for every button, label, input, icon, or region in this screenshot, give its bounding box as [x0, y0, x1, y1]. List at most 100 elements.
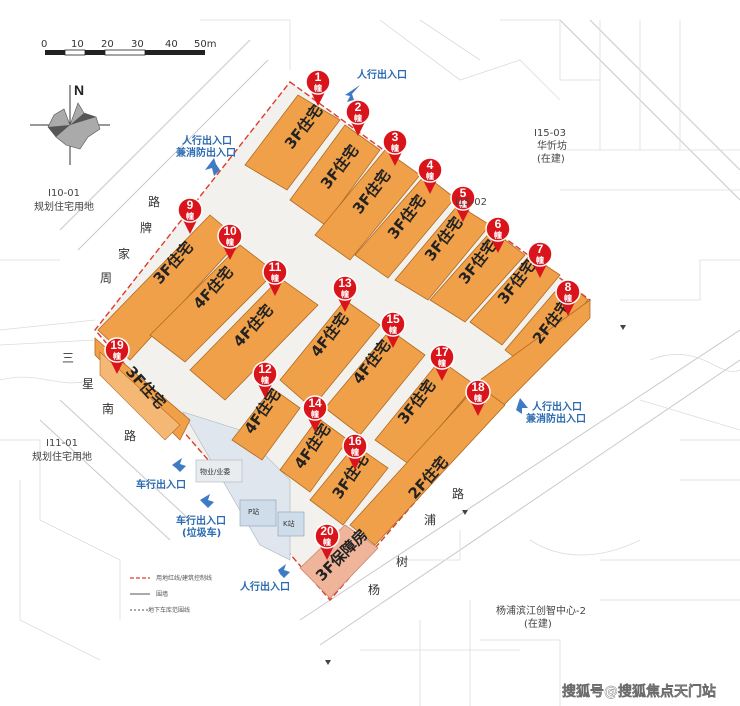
pin-14-unit: 幢 — [311, 409, 319, 419]
building-pins: 1 幢 2 幢 3 幢 4 幢 5 幢 — [104, 69, 581, 560]
pin-13[interactable]: 13 幢 — [332, 275, 358, 312]
pin-3-unit: 幢 — [391, 143, 399, 153]
road-a-char-2: 牌 — [140, 221, 152, 235]
block-12 — [231, 387, 301, 461]
pin-6-num: 6 — [495, 217, 502, 231]
pin-4-num: 4 — [427, 158, 434, 172]
pin-7-num: 7 — [537, 242, 544, 256]
property-label: 物业/业委 — [200, 467, 230, 476]
plot-i15-03-status: (在建) — [537, 152, 565, 165]
pin-11[interactable]: 11 幢 — [262, 259, 288, 296]
scale-bar: 0 10 20 30 40 50m — [41, 39, 216, 56]
pin-8-unit: 幢 — [564, 293, 572, 303]
road-a-char-3: 家 — [118, 246, 130, 261]
road-c-char-3: 树 — [396, 554, 408, 569]
pin-20[interactable]: 20 幢 — [314, 523, 340, 560]
block-15 — [324, 329, 426, 436]
pin-14-num: 14 — [308, 396, 322, 410]
plot-i10-code: I10-01 — [48, 188, 80, 199]
markers — [325, 325, 626, 665]
pin-10-unit: 幢 — [226, 237, 234, 247]
pin-9[interactable]: 9 幢 — [177, 197, 203, 234]
scale-tick-0: 0 — [41, 39, 47, 50]
k-station-label: K站 — [283, 519, 295, 528]
pin-4-unit: 幢 — [426, 171, 434, 181]
pin-17[interactable]: 17 幢 — [429, 344, 455, 381]
ped-fire-right-label-2: 兼消防出入口 — [526, 412, 586, 425]
pin-8[interactable]: 8 幢 — [555, 279, 581, 316]
pin-1-unit: 幢 — [314, 83, 322, 93]
pin-17-num: 17 — [435, 345, 449, 359]
pin-16[interactable]: 16 幢 — [342, 433, 368, 470]
pin-7-unit: 幢 — [536, 255, 544, 265]
ped-fire-left-label-1: 人行出入口 — [182, 134, 232, 147]
pin-5[interactable]: 5 幢 — [450, 185, 476, 222]
pin-3[interactable]: 3 幢 — [382, 129, 408, 166]
car-label: 车行出入口 — [136, 478, 186, 491]
legend: 用地红线/建筑控制线 围墙 地下车库范围线 — [130, 574, 212, 614]
compass: N — [30, 82, 110, 165]
ped-top-label: 人行出入口 — [357, 68, 407, 81]
pin-7[interactable]: 7 幢 — [527, 241, 553, 278]
pin-17-unit: 幢 — [438, 358, 446, 368]
road-b-char-1: 三 — [62, 351, 74, 365]
pin-16-num: 16 — [348, 434, 362, 448]
plot-i15-03-code: I15-03 — [534, 128, 566, 139]
car-garbage-label-2: (垃圾车) — [182, 526, 221, 539]
block-6 — [429, 229, 526, 323]
road-a-char-4: 周 — [100, 271, 112, 285]
pin-19-num: 19 — [110, 338, 124, 352]
k-station-area — [277, 511, 305, 537]
road-c-char-1: 路 — [452, 486, 464, 501]
pin-10[interactable]: 10 幢 — [217, 223, 243, 260]
block-13 — [279, 299, 381, 409]
block-7 — [469, 254, 561, 346]
entrances: 人行出入口 人行出入口 兼消防出入口 人行出入口 兼消防出入口 车行出入口 车行… — [136, 68, 586, 593]
pin-8-num: 8 — [565, 280, 572, 294]
pin-9-num: 9 — [187, 198, 194, 212]
road-c-char-2: 浦 — [424, 513, 436, 527]
pin-15[interactable]: 15 幢 — [380, 311, 406, 348]
pin-9-unit: 幢 — [186, 211, 194, 221]
pin-4[interactable]: 4 幢 — [417, 157, 443, 194]
pin-11-num: 11 — [269, 260, 282, 274]
scale-tick-40: 40 — [165, 39, 178, 50]
pin-6-unit: 幢 — [494, 230, 502, 240]
pin-2[interactable]: 2 幢 — [345, 99, 371, 136]
road-c-char-4: 杨 — [368, 582, 380, 597]
pin-2-num: 2 — [355, 100, 362, 114]
road-names: 路 牌 家 周 三 星 南 路 路 浦 树 杨 — [62, 194, 464, 597]
legend-item-1: 用地红线/建筑控制线 — [156, 574, 212, 582]
hub-status: (在建) — [524, 617, 552, 630]
scale-tick-50: 50m — [194, 39, 216, 50]
pin-16-unit: 幢 — [351, 447, 359, 457]
block-1 — [244, 94, 341, 191]
pin-13-unit: 幢 — [341, 289, 349, 299]
pin-11-unit: 幢 — [271, 273, 279, 283]
pin-6[interactable]: 6 幢 — [485, 216, 511, 253]
road-b-char-2: 星 — [82, 377, 94, 391]
pin-15-num: 15 — [386, 312, 400, 326]
scale-tick-10: 10 — [71, 39, 84, 50]
block-16 — [309, 444, 389, 526]
watermark: 搜狐号@搜狐焦点天门站 — [562, 683, 716, 700]
pin-3-num: 3 — [392, 130, 399, 144]
plot-i15-02-code: I15-02 — [455, 197, 487, 208]
pin-10-num: 10 — [223, 224, 237, 238]
pin-18[interactable]: 18 幢 — [465, 379, 491, 416]
pin-5-unit: 幢 — [459, 199, 467, 209]
car-garbage-arrow — [200, 494, 214, 508]
pin-12[interactable]: 12 幢 — [252, 361, 278, 398]
block-18b — [349, 384, 506, 546]
pin-1-num: 1 — [315, 70, 322, 84]
ped-fire-left-arrow — [205, 158, 220, 176]
plot-i11-name: 规划住宅用地 — [32, 450, 92, 463]
pin-19[interactable]: 19 幢 — [104, 337, 130, 374]
pin-14[interactable]: 14 幢 — [302, 395, 328, 432]
pin-19-unit: 幢 — [113, 351, 121, 361]
legend-item-2: 围墙 — [156, 590, 168, 598]
pin-12-num: 12 — [258, 362, 272, 376]
pin-18-num: 18 — [471, 380, 485, 394]
pin-1[interactable]: 1 幢 — [305, 69, 331, 106]
